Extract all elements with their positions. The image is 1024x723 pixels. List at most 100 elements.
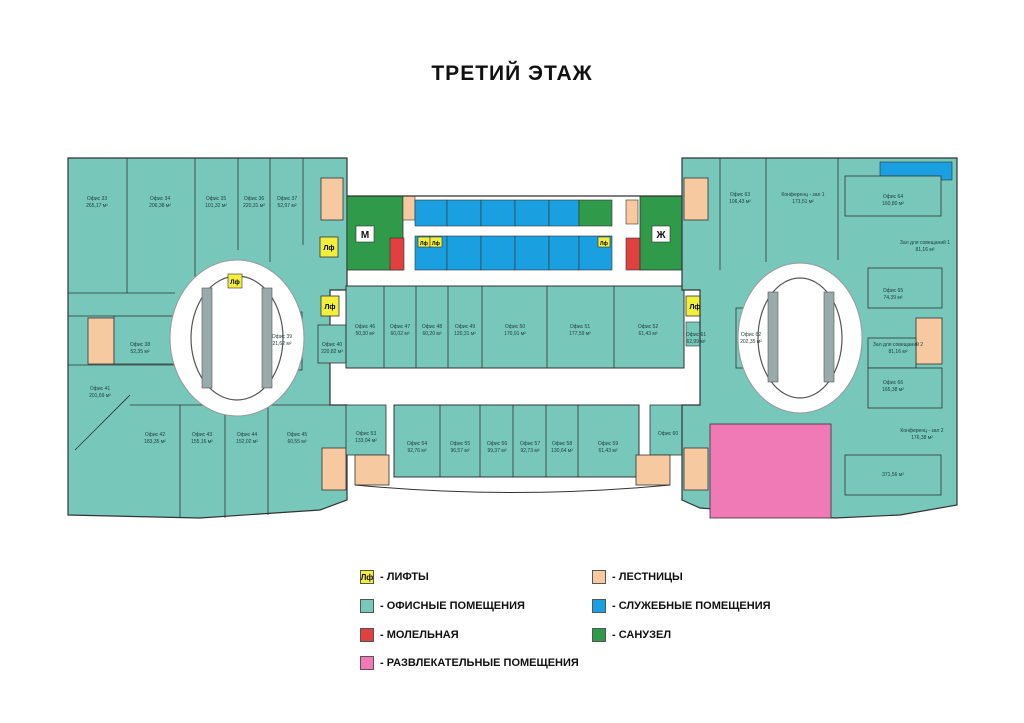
svg-text:Лф: Лф: [432, 240, 441, 247]
room-area-label: 101,32 м²: [205, 203, 227, 209]
prayer-room-right: [625, 237, 641, 271]
room-area-label: 74,39 м²: [883, 295, 902, 301]
room-name-label: Офис 48: [422, 324, 442, 330]
room-area-label: 120,31 м²: [454, 331, 476, 337]
toilet-men-label: М: [361, 230, 369, 241]
room-area-label: 52,35 м²: [130, 349, 149, 355]
room-area-label: 52,97 м²: [277, 203, 296, 209]
room-area-label: 371,56 м²: [882, 472, 904, 478]
room-area-label: 60,55 м²: [287, 439, 306, 445]
room-name-label: Офис 52: [638, 324, 658, 330]
legend-offices: - ОФИСНЫЕ ПОМЕЩЕНИЯ: [360, 599, 525, 613]
room-area-label: 201,69 м²: [89, 393, 111, 399]
central-top: [346, 195, 683, 271]
stairs-center-left: [354, 454, 390, 486]
room-name-label: Офис 37: [277, 196, 297, 202]
room-area-label: 81,16 м²: [888, 349, 907, 355]
legend-service: - СЛУЖЕБНЫЕ ПОМЕЩЕНИЯ: [592, 599, 771, 613]
toilet-women-label: Ж: [655, 230, 666, 241]
room-name-label: Офис 39: [272, 334, 292, 340]
room-name-label: Офис 58: [552, 441, 572, 447]
room-name-label: Офис 59: [598, 441, 618, 447]
room-name-label: Офис 44: [237, 432, 257, 438]
elevator-5: [597, 236, 611, 248]
room-name-label: Офис 65: [883, 288, 903, 294]
room-name-label: Офис 50: [505, 324, 525, 330]
room-area-label: 60,20 м²: [422, 331, 441, 337]
elevator-4: [429, 236, 443, 248]
svg-text:Лф: Лф: [324, 304, 335, 311]
room-area-label: 60,02 м²: [390, 331, 409, 337]
elevator-icon: Лф: [360, 570, 374, 584]
room-name-label: Офис 40: [322, 342, 342, 348]
prayer-room-left: [389, 237, 405, 271]
stairs-center-right: [635, 454, 671, 486]
room-area-label: 177,59 м²: [569, 331, 591, 337]
svg-text:Лф: Лф: [600, 240, 609, 247]
elevator-1: [319, 236, 339, 258]
stairs-right-east: [915, 317, 943, 365]
room-area-label: 61,43 м²: [638, 331, 657, 337]
room-area-label: 50,30 м²: [355, 331, 374, 337]
room-area-label: 130,64 м²: [551, 448, 573, 454]
legend-elevators: Лф - ЛИФТЫ: [360, 570, 429, 584]
svg-text:Лф: Лф: [323, 245, 334, 252]
stairs-left-bottom: [321, 447, 347, 491]
legend-prayer: - МОЛЕЛЬНАЯ: [360, 628, 459, 642]
legend: Лф - ЛИФТЫ - ОФИСНЫЕ ПОМЕЩЕНИЯ - МОЛЕЛЬН…: [360, 570, 820, 680]
legend-entertainment: - РАЗВЛЕКАТЕЛЬНЫЕ ПОМЕЩЕНИЯ: [360, 656, 579, 670]
elevator-8: [227, 273, 243, 289]
stairs-left-west: [87, 317, 115, 365]
room-area-label: 92,76 м²: [407, 448, 426, 454]
elevator-2: [320, 295, 340, 317]
central-office-row-1: [345, 285, 707, 369]
room-area-label: 133,04 м²: [355, 438, 377, 444]
room-name-label: Офис 53: [356, 431, 376, 437]
room-area-label: 106,43 м²: [729, 199, 751, 205]
room-name-label: Офис 36: [244, 196, 264, 202]
room-area-label: 265,17 м²: [86, 203, 108, 209]
room-area-label: 99,37 м²: [487, 448, 506, 454]
central-office-row-2: [345, 404, 687, 493]
room-name-label: Офис 57: [520, 441, 540, 447]
room-name-label: Офис 63: [730, 192, 750, 198]
room-area-label: 220,31 м²: [243, 203, 265, 209]
legend-toilets: - САНУЗЕЛ: [592, 628, 671, 642]
room-area-label: 170,91 м²: [504, 331, 526, 337]
room-name-label: Офис 66: [883, 380, 903, 386]
room-name-label: Офис 47: [390, 324, 410, 330]
room-name-label: Офис 56: [487, 441, 507, 447]
room-name-label: Офис 54: [407, 441, 427, 447]
room-name-label: Офис 38: [130, 342, 150, 348]
stairs-swatch: [592, 570, 606, 584]
room-area-label: 92,73 м²: [520, 448, 539, 454]
service-swatch: [592, 599, 606, 613]
room-name-label: Офис 45: [287, 432, 307, 438]
room-name-label: Офис 42: [145, 432, 165, 438]
page-title: ТРЕТИЙ ЭТАЖ: [431, 62, 593, 85]
room-name-label: Зал для совещаний 1: [900, 239, 950, 246]
room-name-label: Конференц - зал 2: [900, 428, 943, 434]
room-name-label: Офис 49: [455, 324, 475, 330]
room-name-label: Офис 41: [90, 386, 110, 392]
room-area-label: 173,51 м²: [792, 199, 814, 205]
entertainment-swatch: [360, 656, 374, 670]
room-name-label: Офис 51: [570, 324, 590, 330]
legend-stairs: - ЛЕСТНИЦЫ: [592, 570, 683, 584]
room-name-label: Офис 61: [686, 332, 706, 338]
room-name-label: Зал для совещаний 2: [873, 341, 923, 348]
entertainment-area: [709, 423, 832, 519]
stairs-left-top: [320, 177, 344, 221]
prayer-swatch: [360, 628, 374, 642]
room-area-label: 202,35 м²: [740, 339, 762, 345]
room-name-label: Офис 35: [206, 196, 226, 202]
room-area-label: 96,57 м²: [450, 448, 469, 454]
room-name-label: Офис 46: [355, 324, 375, 330]
room-area-label: 62,99 м²: [686, 339, 705, 345]
room-area-label: 81,16 м²: [915, 247, 934, 253]
svg-text:Лф: Лф: [420, 240, 429, 247]
room-name-label: Конференц - зал 1: [781, 192, 824, 198]
room-area-label: 165,38 м²: [882, 387, 904, 393]
svg-text:Лф: Лф: [230, 279, 239, 286]
